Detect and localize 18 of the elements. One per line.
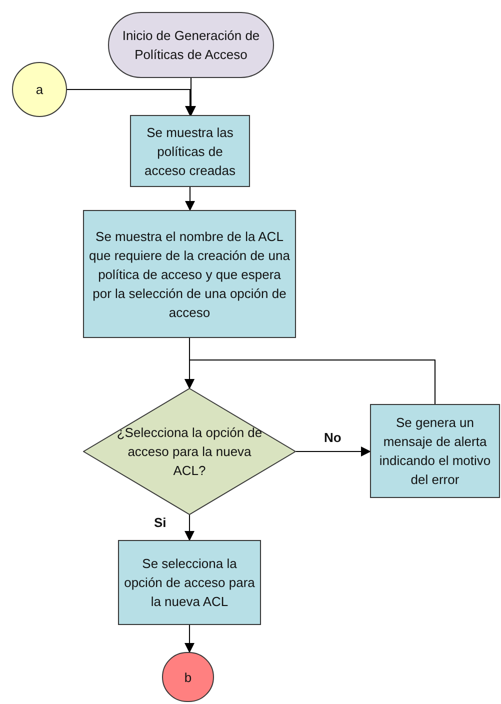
decision-diamond (83, 388, 296, 515)
arrow (185, 186, 195, 211)
arrow (184, 624, 194, 653)
process-box (118, 540, 261, 625)
node-text: Inicio de Generación de Políticas de Acceso (121, 27, 261, 64)
process-box (83, 210, 296, 338)
node-text: Se muestra las políticas de acceso creadas (143, 124, 237, 180)
process-box (370, 404, 500, 498)
process-box (130, 115, 250, 187)
node-text: Se selecciona la opción de acceso para la nueva ACL (123, 555, 256, 611)
node-text: ¿Selecciona la opción de acceso para la nueva ACL? (116, 424, 264, 480)
node-text: b (183, 668, 193, 686)
node-text: Se genera un mensaje de alerta indicando el motivo del error (378, 414, 492, 489)
arrow (184, 360, 436, 404)
node-text: a (34, 81, 44, 99)
node-text: Se muestra el nombre de la ACL que requiere de la creación de una política de acceso y que espera por la selección de una opción de acceso (88, 228, 291, 322)
arrow (184, 514, 194, 541)
arrow (296, 446, 371, 456)
